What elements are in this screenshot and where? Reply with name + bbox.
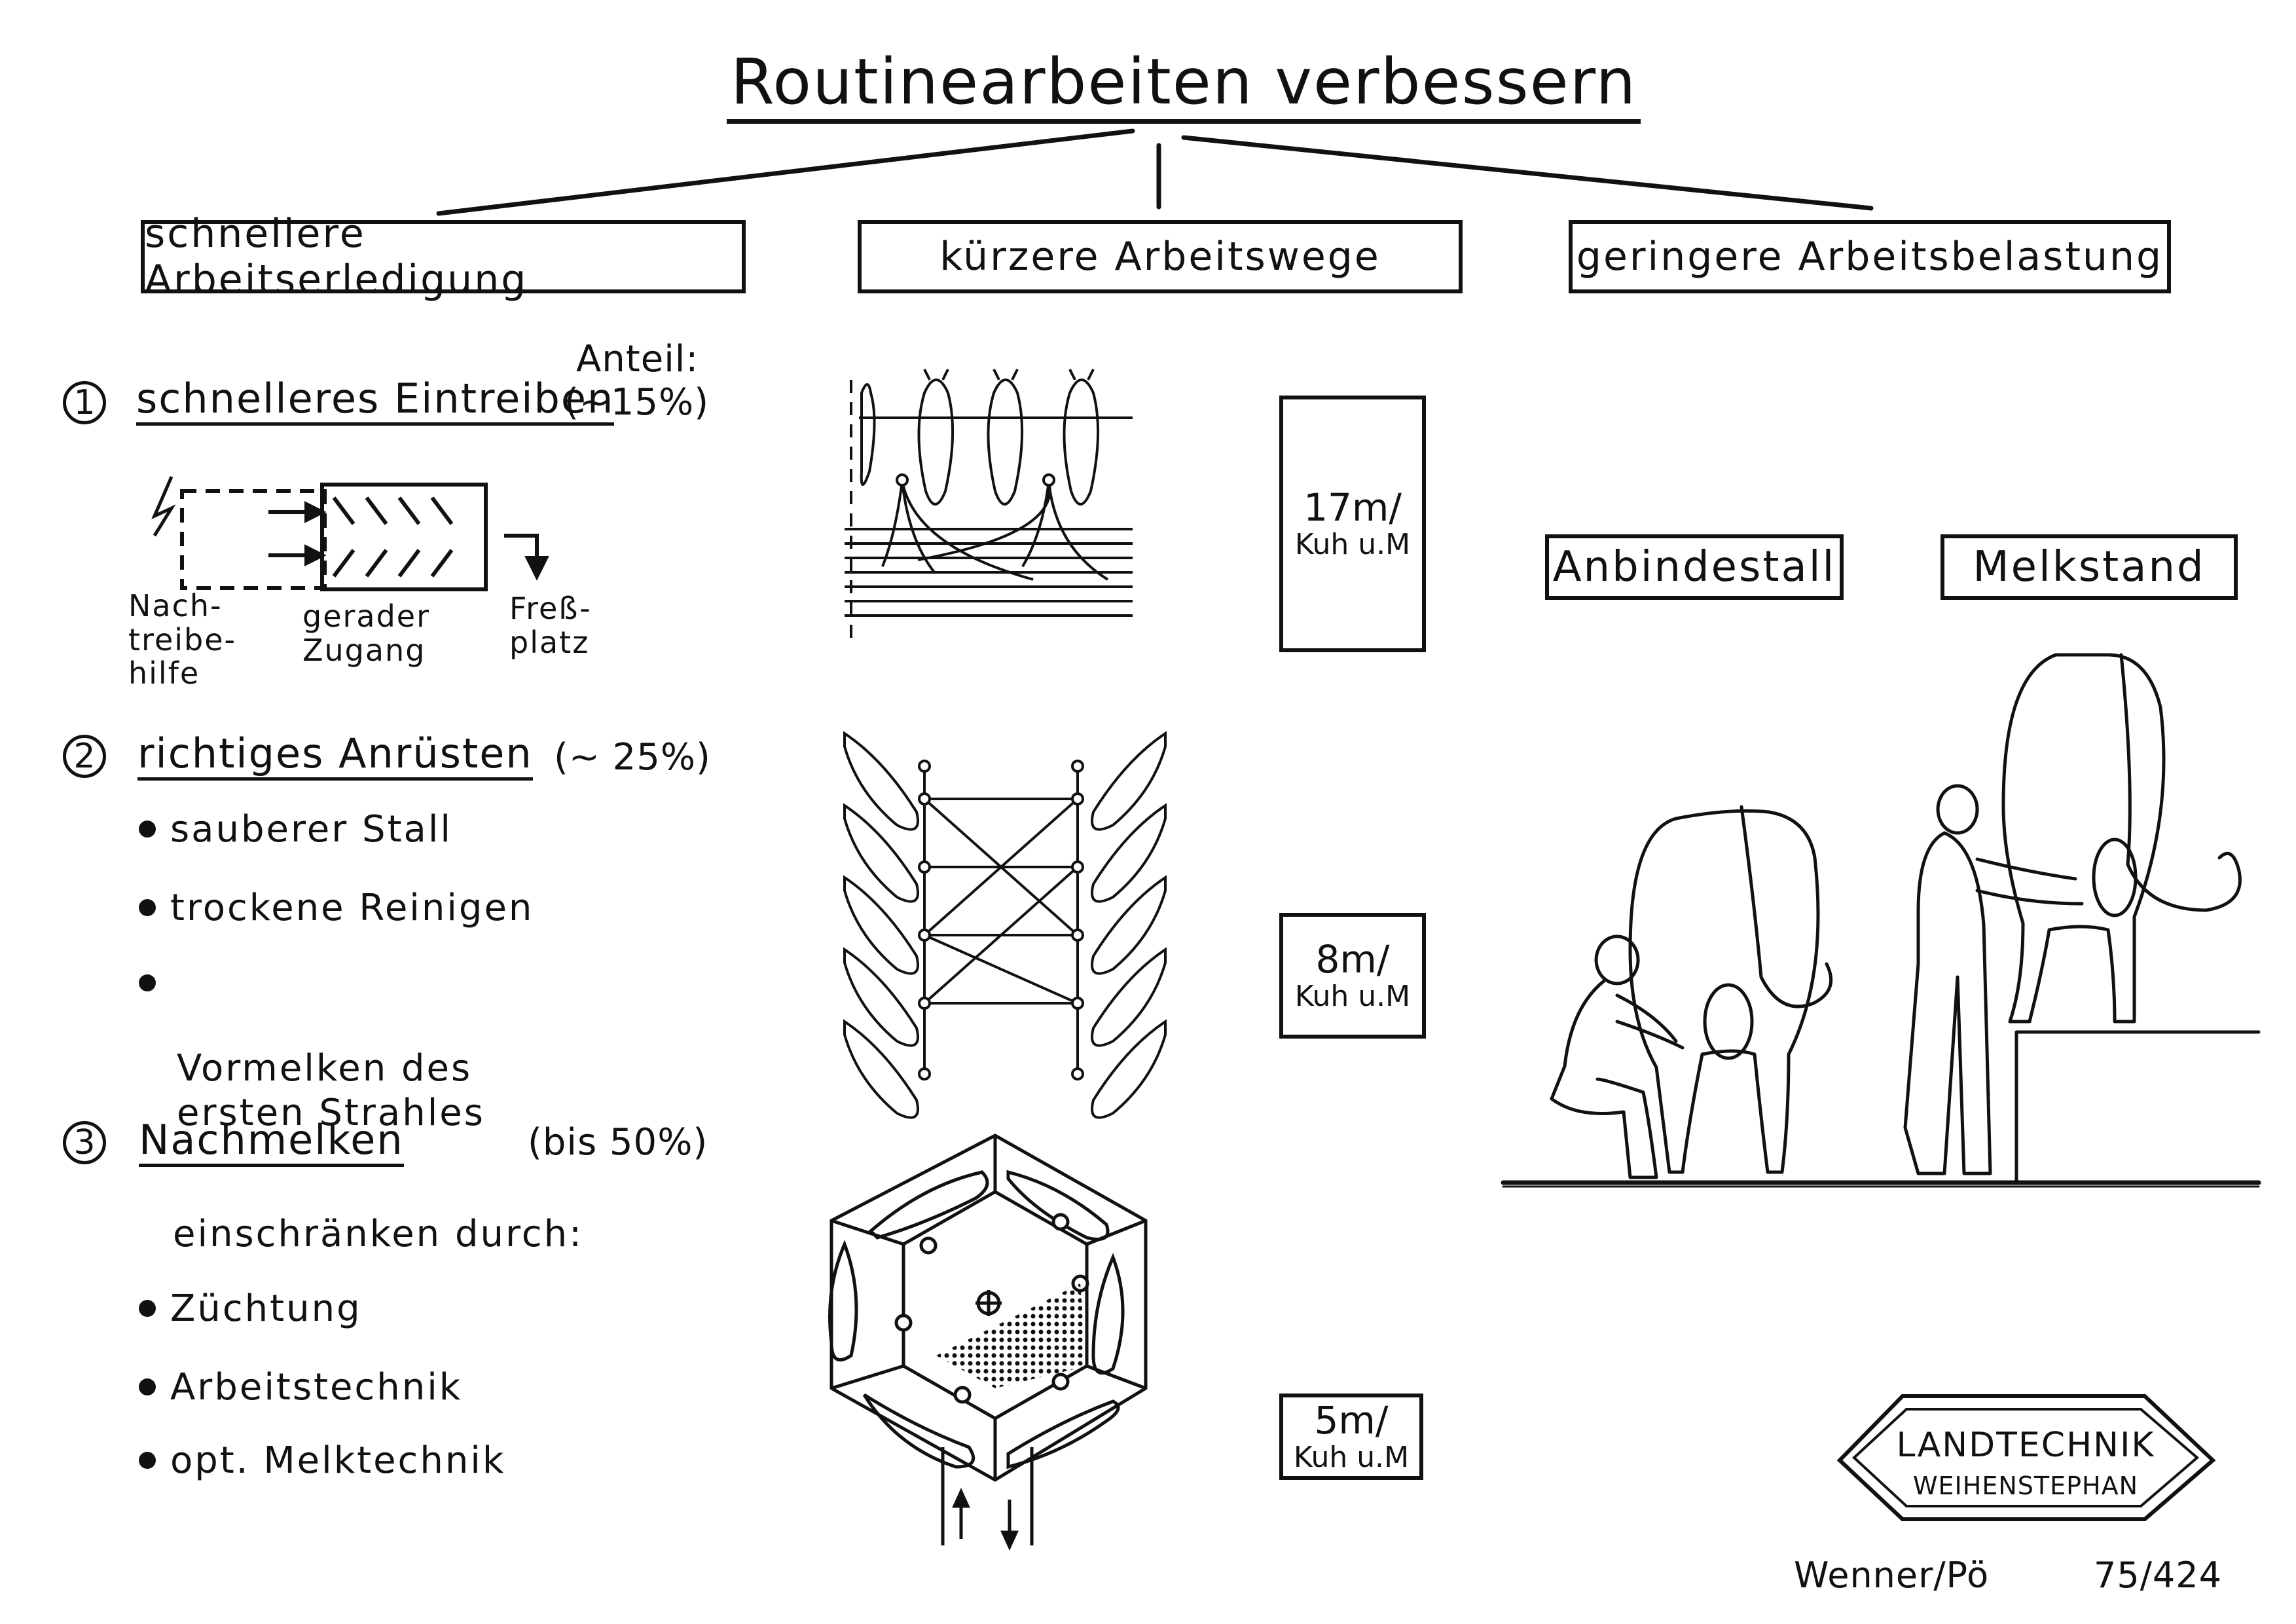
distance-value: 17m/ bbox=[1303, 485, 1402, 530]
category-box-faster-work: schnellere Arbeitserledigung bbox=[141, 211, 746, 303]
label-milking-parlor: Melkstand bbox=[1941, 534, 2238, 600]
svg-text:WEIHENSTEPHAN: WEIHENSTEPHAN bbox=[1913, 1471, 2138, 1500]
category-box-lower-load: geringere Arbeitsbelastung bbox=[1569, 220, 2171, 293]
distance-box-herringbone: 8m/ Kuh u.M bbox=[1279, 913, 1426, 1039]
distance-value: 5m/ bbox=[1314, 1397, 1389, 1443]
share-label: Anteil: bbox=[576, 338, 699, 380]
document-number: 75/424 bbox=[2094, 1555, 2222, 1596]
page-title: Routinearbeiten verbessern bbox=[727, 46, 1641, 124]
step-heading-3: Nachmelken bbox=[139, 1118, 404, 1168]
pit-hatch bbox=[936, 1283, 1087, 1388]
svg-text:LANDTECHNIK: LANDTECHNIK bbox=[1896, 1426, 2155, 1465]
label-drive-aid: Nach- treibe- hilfe bbox=[128, 588, 237, 692]
milker-crouching-icon bbox=[1550, 934, 1685, 1179]
label-feeding-place: Freß- platz bbox=[509, 591, 592, 660]
bullet-icon bbox=[139, 974, 156, 991]
reduce-by-intro: einschränken durch: bbox=[173, 1213, 583, 1255]
bullet-icon bbox=[139, 820, 156, 838]
tie-stall-layout-icon bbox=[845, 369, 1133, 642]
step-number-2: 2 bbox=[63, 735, 106, 778]
distance-value: 8m/ bbox=[1315, 936, 1390, 982]
category-label: kürzere Arbeitswege bbox=[939, 234, 1381, 280]
distance-unit: Kuh u.M bbox=[1293, 1440, 1410, 1474]
list-item: Arbeitstechnik bbox=[139, 1366, 462, 1409]
label-straight-access: gerader Zugang bbox=[302, 599, 431, 668]
herringbone-layout-icon bbox=[843, 731, 1167, 1119]
distance-box-tie-stall: 17m/ Kuh u.M bbox=[1279, 396, 1426, 652]
cow-rear-icon bbox=[1628, 809, 1820, 1174]
distance-box-polygon: 5m/ Kuh u.M bbox=[1279, 1393, 1423, 1480]
list-item: trockene Reinigen bbox=[139, 887, 534, 929]
step-share-3: (bis 50%) bbox=[528, 1121, 708, 1164]
step-heading-1: schnelleres Eintreiben bbox=[136, 377, 615, 426]
category-box-shorter-paths: kürzere Arbeitswege bbox=[858, 220, 1463, 293]
step-share-1: (~15%) bbox=[564, 381, 710, 424]
label-tie-stall: Anbindestall bbox=[1545, 534, 1844, 600]
distance-unit: Kuh u.M bbox=[1294, 979, 1411, 1013]
list-item: Züchtung bbox=[139, 1287, 362, 1330]
category-label: geringere Arbeitsbelastung bbox=[1576, 234, 2164, 280]
step-number-1: 1 bbox=[63, 381, 106, 424]
cow-rear-icon bbox=[2001, 653, 2166, 1024]
list-item: opt. Melktechnik bbox=[139, 1439, 505, 1482]
bullet-icon bbox=[139, 1299, 156, 1317]
distance-unit: Kuh u.M bbox=[1294, 527, 1411, 561]
step-heading-2: richtiges Anrüsten bbox=[137, 732, 533, 781]
bullet-icon bbox=[139, 1451, 156, 1469]
list-item: Vormelken des ersten Strahles bbox=[139, 959, 485, 1179]
bullet-icon bbox=[139, 1378, 156, 1395]
category-label: schnellere Arbeitserledigung bbox=[145, 211, 528, 303]
step-share-2: (~ 25%) bbox=[554, 736, 711, 779]
list-item: sauberer Stall bbox=[139, 808, 452, 851]
milker-standing-icon bbox=[1903, 784, 2084, 1175]
author-signature: Wenner/Pö bbox=[1794, 1555, 1990, 1596]
step-number-3: 3 bbox=[63, 1121, 106, 1164]
bullet-icon bbox=[139, 898, 156, 916]
polygon-parlor-layout-icon bbox=[828, 1134, 1148, 1551]
